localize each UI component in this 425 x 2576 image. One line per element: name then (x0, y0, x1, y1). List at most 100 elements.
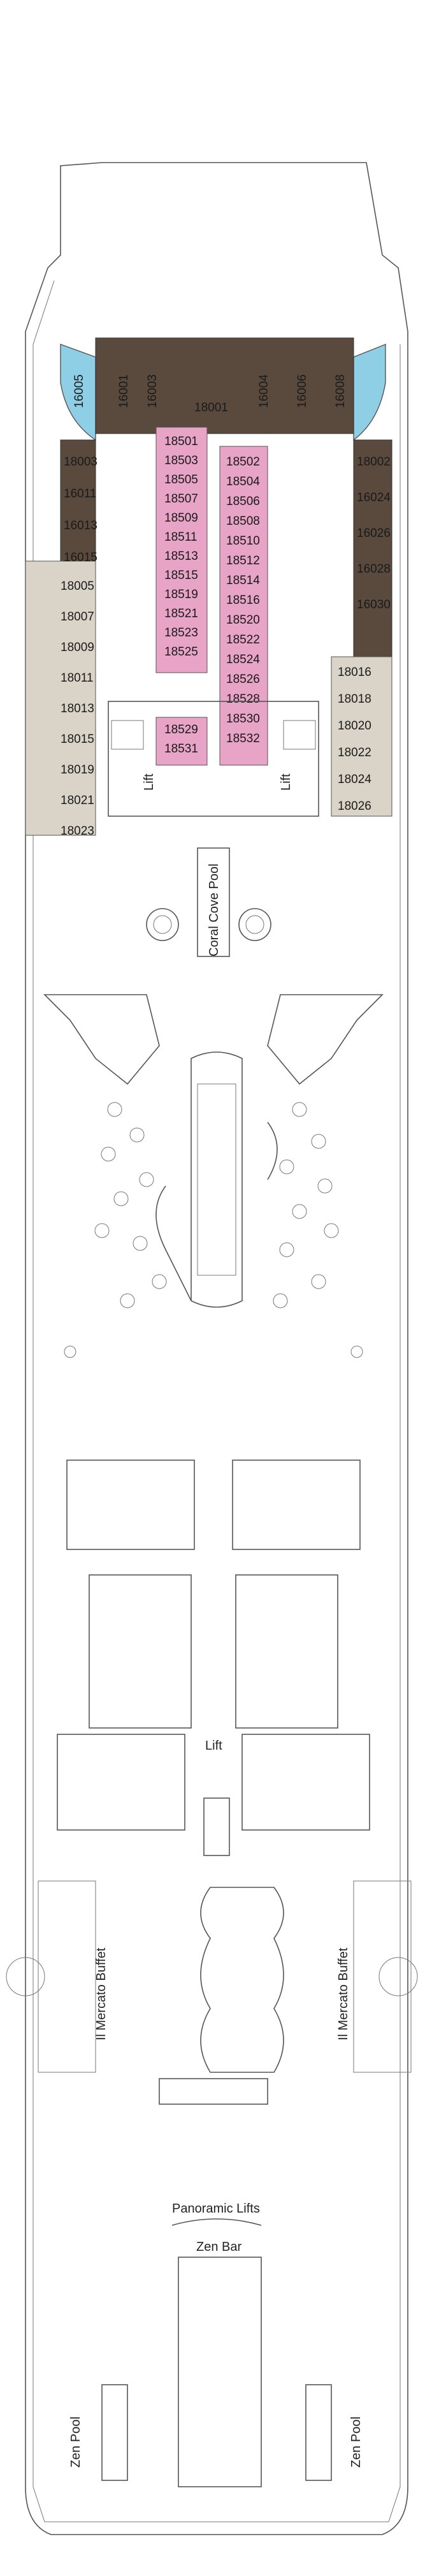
cabin-18522: 18522 (226, 633, 260, 647)
cabins-left-tan: 1800518007180091801118013180151801918021… (61, 580, 94, 838)
zen-bar-label: Zen Bar (196, 2240, 241, 2254)
suite-16006: 16006 (296, 374, 309, 408)
cabin-18507: 18507 (164, 492, 198, 506)
cabin-18505: 18505 (164, 473, 198, 487)
cabin-16015: 16015 (64, 551, 97, 564)
mercato-left-label: Il Mercato Buffet (94, 1947, 108, 2040)
hull-outline (25, 162, 408, 2535)
cabin-16024: 16024 (357, 491, 391, 504)
lift-left-label: Lift (142, 773, 156, 791)
zen-bar-curve (171, 2218, 262, 2226)
cabin-18530: 18530 (226, 712, 260, 726)
cabin-18018: 18018 (338, 692, 371, 706)
coral-cove-pool-label: Coral Cove Pool (207, 863, 221, 956)
cabin-18532: 18532 (226, 732, 260, 745)
cabin-18504: 18504 (226, 475, 260, 488)
forward-suites-block (95, 337, 354, 434)
interior-cabins-left (155, 427, 208, 673)
deck-structure-right (267, 994, 384, 1085)
cabin-18513: 18513 (164, 550, 198, 563)
buffet-seating (6, 1880, 418, 2073)
cabin-18503: 18503 (164, 454, 198, 467)
cabin-18512: 18512 (226, 554, 260, 567)
suite-16008: 16008 (334, 374, 347, 408)
cabin-18508: 18508 (226, 515, 260, 528)
cabins-left-brown: 18003 16011 16013 16015 (64, 455, 97, 564)
cabin-18019: 18019 (61, 763, 94, 777)
cabin-18013: 18013 (61, 702, 94, 715)
suite-16004: 16004 (257, 374, 271, 408)
cabins-inner-right: 1850218504185061850818510185121851418516… (226, 455, 260, 745)
suite-18001: 18001 (194, 401, 228, 414)
cabin-18002: 18002 (357, 455, 391, 469)
cabin-18016: 18016 (338, 666, 371, 679)
cabin-18003: 18003 (64, 455, 97, 469)
cabin-18005: 18005 (61, 580, 94, 593)
cabin-18023: 18023 (61, 824, 94, 838)
cabins-inner-left: 18501 18503 18505 18507 18509 18511 18513 18515… (164, 435, 198, 756)
whirlpool-left (146, 908, 179, 941)
aft-central-structure (178, 2257, 262, 2487)
cabin-18024: 18024 (338, 773, 371, 786)
lift-right-label: Lift (279, 773, 293, 791)
cabin-18531: 18531 (164, 742, 198, 756)
stairs-right (283, 720, 316, 750)
cabin-18524: 18524 (226, 653, 260, 666)
pool-curves (155, 1122, 278, 1301)
cabins-right-tan: 18016 18018 18020 18022 18024 18026 (338, 666, 371, 813)
cabin-18022: 18022 (338, 746, 371, 759)
zen-pool-left-label: Zen Pool (69, 2417, 83, 2468)
whirlpool-left-inner (153, 915, 172, 934)
cabin-18521: 18521 (164, 607, 198, 620)
cabin-16030: 16030 (357, 598, 391, 611)
interior-cabins-left-aft (155, 717, 208, 766)
cabin-18020: 18020 (338, 719, 371, 733)
cabin-18502: 18502 (226, 455, 260, 469)
cabin-18526: 18526 (226, 673, 260, 686)
cabin-18520: 18520 (226, 613, 260, 627)
deck-structure-left (43, 994, 160, 1085)
central-buffet (200, 1887, 284, 2073)
stairs-left (111, 720, 144, 750)
suite-16001: 16001 (117, 374, 131, 408)
midship-structures (57, 1460, 370, 1856)
cabin-16013: 16013 (64, 519, 97, 532)
cabin-18511: 18511 (164, 531, 197, 544)
cabin-18515: 18515 (164, 569, 198, 582)
whirlpool-right-inner (245, 915, 264, 934)
cabin-18514: 18514 (226, 574, 260, 587)
left-balcony-block (25, 560, 96, 836)
cabin-18516: 18516 (226, 594, 260, 607)
cabin-16026: 16026 (357, 527, 391, 540)
coral-cove-pool (197, 847, 230, 957)
cabin-18519: 18519 (164, 588, 198, 601)
mercato-right-label: Il Mercato Buffet (336, 1947, 350, 2040)
cabin-18528: 18528 (226, 692, 260, 706)
right-balcony-block (331, 656, 393, 817)
cabin-18501: 18501 (164, 435, 198, 448)
cabin-18015: 18015 (61, 733, 94, 746)
suite-16005: 16005 (73, 374, 86, 408)
cabin-18523: 18523 (164, 626, 198, 640)
cabin-18529: 18529 (164, 723, 198, 736)
whirlpool-right (238, 908, 271, 941)
cabin-18509: 18509 (164, 511, 198, 525)
cabin-18510: 18510 (226, 534, 260, 548)
pool-basin (197, 1083, 236, 1276)
forward-lounge-right (353, 343, 386, 441)
right-suites-block (353, 439, 393, 657)
zen-pool-right (305, 2384, 332, 2481)
bar-counter (159, 2078, 268, 2105)
panoramic-lifts-label: Panoramic Lifts (172, 2202, 260, 2216)
cabin-18026: 18026 (338, 800, 371, 813)
cabin-18021: 18021 (61, 794, 94, 807)
zen-pool-left (101, 2384, 128, 2481)
interior-cabins-right (219, 446, 268, 766)
cabin-18009: 18009 (61, 641, 94, 654)
suite-16003: 16003 (146, 374, 159, 408)
cabin-18525: 18525 (164, 645, 198, 659)
cabin-16011: 16011 (64, 487, 96, 501)
cabin-18007: 18007 (61, 610, 94, 624)
